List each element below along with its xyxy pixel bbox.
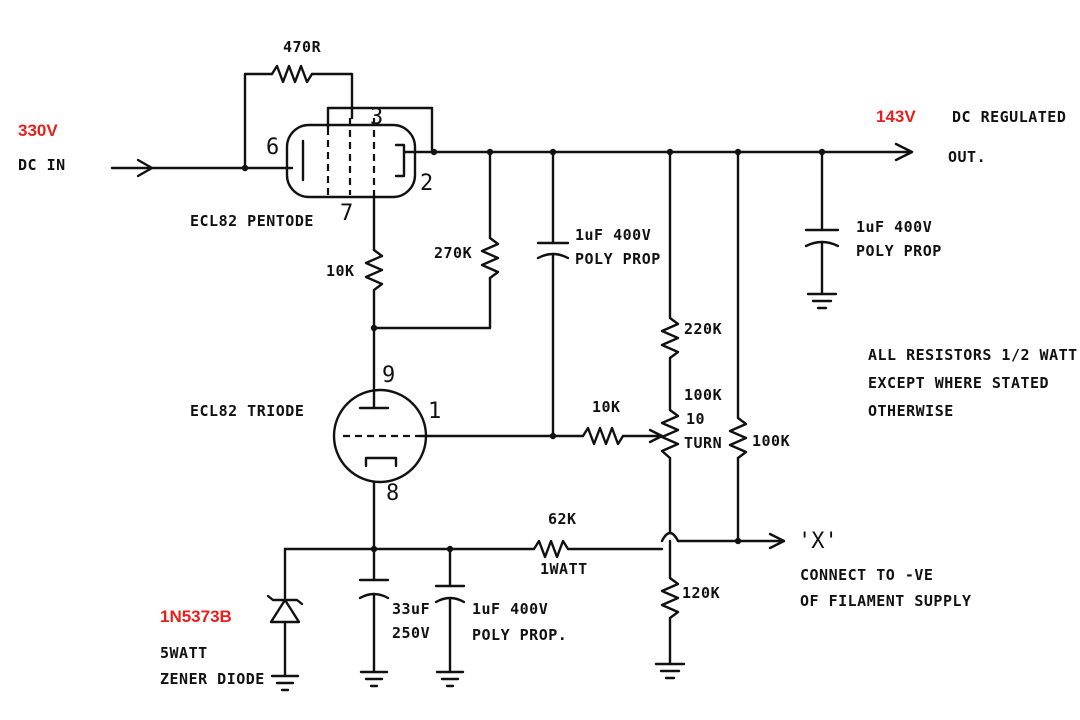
capacitor-output-type: POLY PROP (856, 242, 942, 260)
x-desc-1: CONNECT TO -VE (800, 566, 933, 584)
resistor-10k-cathode (364, 248, 384, 394)
zener-desc-2: ZENER DIODE (160, 670, 265, 688)
resistor-120k (654, 576, 686, 680)
resistor-270k (372, 150, 500, 330)
pot-label-2: 10 (686, 410, 705, 428)
x-node-label: 'X' (798, 529, 838, 554)
junction-dot (241, 164, 249, 172)
resistor-120k-label: 120K (682, 584, 720, 602)
output-desc-label-2: OUT. (948, 148, 986, 166)
output-desc-label: DC REGULATED (952, 108, 1066, 126)
zener-diode (266, 547, 304, 692)
resistor-220k-label: 220K (684, 320, 722, 338)
capacitor-1uf-bottom (434, 547, 466, 688)
pentode-tube (285, 106, 434, 252)
triode-pin-1: 1 (428, 399, 441, 424)
resistor-10k-cathode-label: 10K (326, 262, 355, 280)
zener-desc-1: 5WATT (160, 644, 208, 662)
resistor-62k-watt: 1WATT (540, 560, 588, 578)
pentode-label: ECL82 PENTODE (190, 212, 314, 230)
pot-label-3: TURN (684, 434, 722, 452)
capacitor-output-value: 1uF 400V (856, 218, 932, 236)
capacitor-33uf-volt: 250V (392, 624, 430, 642)
bottom-rail (283, 532, 786, 559)
pentode-pin-3: 3 (370, 105, 383, 130)
capacitor-1uf-grid (536, 150, 570, 438)
capacitor-grid-type: POLY PROP (575, 250, 661, 268)
potentiometer-100k (660, 408, 680, 580)
resistor-470r-label: 470R (283, 38, 322, 56)
junction-dot (430, 148, 438, 156)
resistor-220k (660, 150, 680, 412)
input-voltage-label: 330V (18, 121, 58, 140)
triode-pin-9: 9 (382, 363, 395, 388)
input-desc-label: DC IN (18, 156, 66, 174)
resistor-10k-grid (426, 426, 664, 446)
note-line-3: OTHERWISE (868, 402, 954, 420)
pentode-pin-7: 7 (340, 201, 353, 226)
triode-pin-8: 8 (386, 481, 399, 506)
input-wire (110, 158, 294, 178)
pot-label-1: 100K (684, 386, 722, 404)
note-line-1: ALL RESISTORS 1/2 WATT (868, 346, 1078, 364)
output-voltage-label: 143V (876, 107, 916, 126)
capacitor-grid-value: 1uF 400V (575, 226, 651, 244)
triode-tube (332, 388, 430, 551)
output-rail (402, 142, 914, 162)
resistor-270k-label: 270K (434, 244, 472, 262)
zener-part-label: 1N5373B (160, 607, 232, 626)
triode-label: ECL82 TRIODE (190, 402, 304, 420)
junction-dot (370, 324, 378, 332)
resistor-100k (728, 150, 748, 543)
resistor-470r (243, 64, 354, 170)
capacitor-1uf-output (804, 150, 840, 310)
resistor-100k-label: 100K (752, 432, 790, 450)
note-line-2: EXCEPT WHERE STATED (868, 374, 1049, 392)
pentode-pin-6: 6 (266, 135, 279, 160)
capacitor-bottom-type: POLY PROP. (472, 626, 567, 644)
capacitor-bottom-value: 1uF 400V (472, 600, 548, 618)
pentode-pin-2: 2 (420, 171, 433, 196)
x-desc-2: OF FILAMENT SUPPLY (800, 592, 972, 610)
capacitor-33uf (358, 547, 390, 688)
resistor-10k-grid-label: 10K (592, 398, 621, 416)
resistor-62k-value: 62K (548, 510, 577, 528)
capacitor-33uf-value: 33uF (392, 600, 430, 618)
